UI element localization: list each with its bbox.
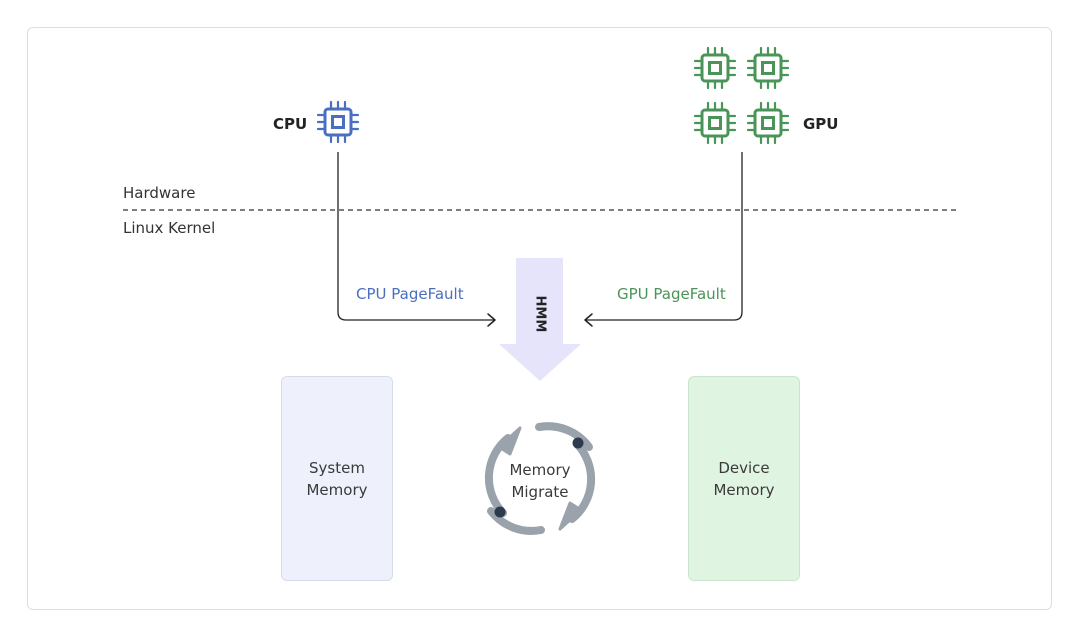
gpu-fault-line xyxy=(586,152,743,321)
system-memory-label-line1: System xyxy=(309,458,365,477)
kernel-layer-label: Linux Kernel xyxy=(123,219,216,237)
hmm-label: HMM xyxy=(532,295,548,333)
memory-migrate-line2: Migrate xyxy=(511,483,569,501)
hardware-layer-label: Hardware xyxy=(123,184,196,202)
migrate-cycle-icon xyxy=(484,422,596,535)
cpu-label: CPU xyxy=(273,115,308,133)
gpu-fault-arrowhead xyxy=(584,313,593,327)
cpu-fault-line xyxy=(337,152,494,321)
system-memory-label-line2: Memory xyxy=(306,480,368,499)
cpu-fault-arrowhead xyxy=(487,313,496,327)
cpu-pagefault-label: CPU PageFault xyxy=(356,285,464,303)
memory-migrate-line1: Memory xyxy=(509,461,571,479)
memory-migrate-label: Memory Migrate xyxy=(480,459,600,503)
device-memory-label-line2: Memory xyxy=(713,480,775,499)
gpu-label: GPU xyxy=(803,115,839,133)
cpu-chip-icon xyxy=(316,100,360,144)
gpu-chip-icon xyxy=(693,46,790,145)
gpu-pagefault-label: GPU PageFault xyxy=(617,285,726,303)
hmm-arrow xyxy=(499,258,581,381)
device-memory-label-line1: Device xyxy=(718,458,770,477)
system-memory-box: System Memory xyxy=(281,376,393,581)
device-memory-box: Device Memory xyxy=(688,376,800,581)
